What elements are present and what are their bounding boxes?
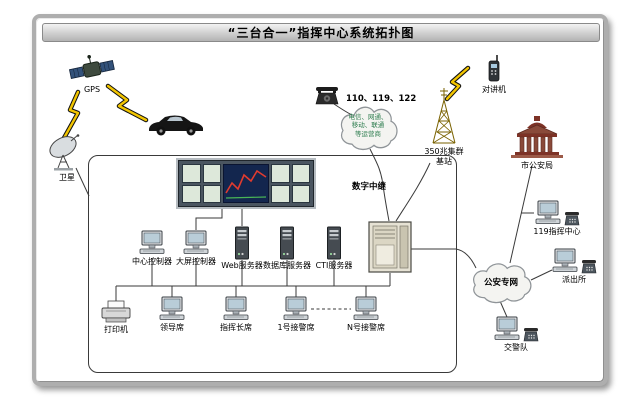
screen-controller-node: 大屏控制器 <box>174 230 218 266</box>
server-icon <box>326 226 342 260</box>
node-label: 中心控制器 <box>132 257 172 266</box>
cti-server-node: CTI服务器 <box>312 226 356 270</box>
node-label: 大屏控制器 <box>176 257 216 266</box>
wall-screens <box>202 164 221 203</box>
gps-satellite-icon <box>69 54 115 84</box>
government-building-icon <box>505 116 569 160</box>
desk-phone-icon <box>564 211 580 226</box>
node-label: 数据库服务器 <box>263 261 311 270</box>
traffic-police-node: 交警队 <box>488 316 544 352</box>
telecom-cloud-text: 电信、网通、 移动、联通 等运营商 <box>348 113 388 138</box>
center-controller-node: 中心控制器 <box>130 230 174 266</box>
satellite-dish-icon <box>45 134 89 172</box>
node-label: GPS <box>83 85 101 94</box>
device-group <box>493 316 539 342</box>
printer-node: 打印机 <box>96 300 136 334</box>
title-bar: “三台合一”指挥中心系统拓扑图 <box>42 23 600 42</box>
gps-node: GPS <box>66 54 118 94</box>
walkie-talkie-icon <box>485 54 503 84</box>
computer-icon <box>282 296 310 322</box>
police-station-node: 派出所 <box>546 248 602 284</box>
city-bureau-node: 市公安局 <box>504 116 570 170</box>
node-label: 打印机 <box>104 325 128 334</box>
wall-screens <box>182 164 201 203</box>
node-label: 指挥长席 <box>220 323 252 332</box>
printer-icon <box>100 300 132 324</box>
node-label: CTI服务器 <box>315 261 353 270</box>
device-group <box>551 248 597 274</box>
wall-screens <box>291 164 310 203</box>
desk-phone-icon <box>523 327 539 342</box>
digital-trunk-label: 数字中继 <box>352 182 387 192</box>
computer-icon <box>138 230 166 256</box>
computer-icon <box>158 296 186 322</box>
telecom-cloud: 电信、网通、 移动、联通 等运营商 <box>336 103 400 151</box>
computer-icon <box>551 248 579 274</box>
node-label: 119指挥中心 <box>533 227 581 236</box>
server-icon <box>279 226 295 260</box>
node-label: 交警队 <box>504 343 528 352</box>
satellite-dish-node: 卫星 <box>44 134 90 182</box>
server-cabinet-icon <box>368 221 412 273</box>
node-label: N号接警席 <box>347 323 385 332</box>
node-label: Web服务器 <box>221 261 263 270</box>
walkie-talkie-node: 对讲机 <box>476 54 512 94</box>
device-group <box>534 200 580 226</box>
video-wall <box>176 158 316 209</box>
stock-chart-icon <box>225 169 267 199</box>
node-label: 派出所 <box>562 275 586 284</box>
node-label: 基站 <box>436 157 452 167</box>
computer-icon <box>534 200 562 226</box>
computer-icon <box>182 230 210 256</box>
radio-tower-icon <box>427 86 461 146</box>
police-network-cloud: 公安专网 <box>468 260 534 304</box>
wall-screens <box>271 164 290 203</box>
node-label: 领导席 <box>160 323 184 332</box>
police-network-label: 公安专网 <box>483 278 518 288</box>
wall-center-screen <box>223 164 269 203</box>
db-server-node: 数据库服务器 <box>262 226 312 270</box>
center-119-node: 119指挥中心 <box>526 200 588 236</box>
car-icon <box>146 112 206 138</box>
trunk-tower-node: 350兆集群 基站 <box>416 86 472 166</box>
server-icon <box>234 226 250 260</box>
main-switch-cabinet-node <box>368 221 412 273</box>
seat-1-node: 1号接警席 <box>272 296 320 332</box>
seat-n-node: N号接警席 <box>342 296 390 332</box>
node-label: 卫星 <box>59 173 75 182</box>
page-title: “三台合一”指挥中心系统拓扑图 <box>227 26 415 40</box>
computer-icon <box>352 296 380 322</box>
emergency-numbers-label: 110、119、122 <box>346 94 417 104</box>
commander-seat-node: 指挥长席 <box>212 296 260 332</box>
desk-phone-icon <box>581 259 597 274</box>
node-label: 市公安局 <box>521 161 553 170</box>
web-server-node: Web服务器 <box>220 226 264 270</box>
node-label: 1号接警席 <box>277 323 315 332</box>
computer-icon <box>493 316 521 342</box>
patrol-car-node <box>146 112 206 138</box>
computer-icon <box>222 296 250 322</box>
node-label: 350兆集群 <box>424 147 464 156</box>
node-label: 对讲机 <box>482 85 506 94</box>
leader-seat-node: 领导席 <box>150 296 194 332</box>
